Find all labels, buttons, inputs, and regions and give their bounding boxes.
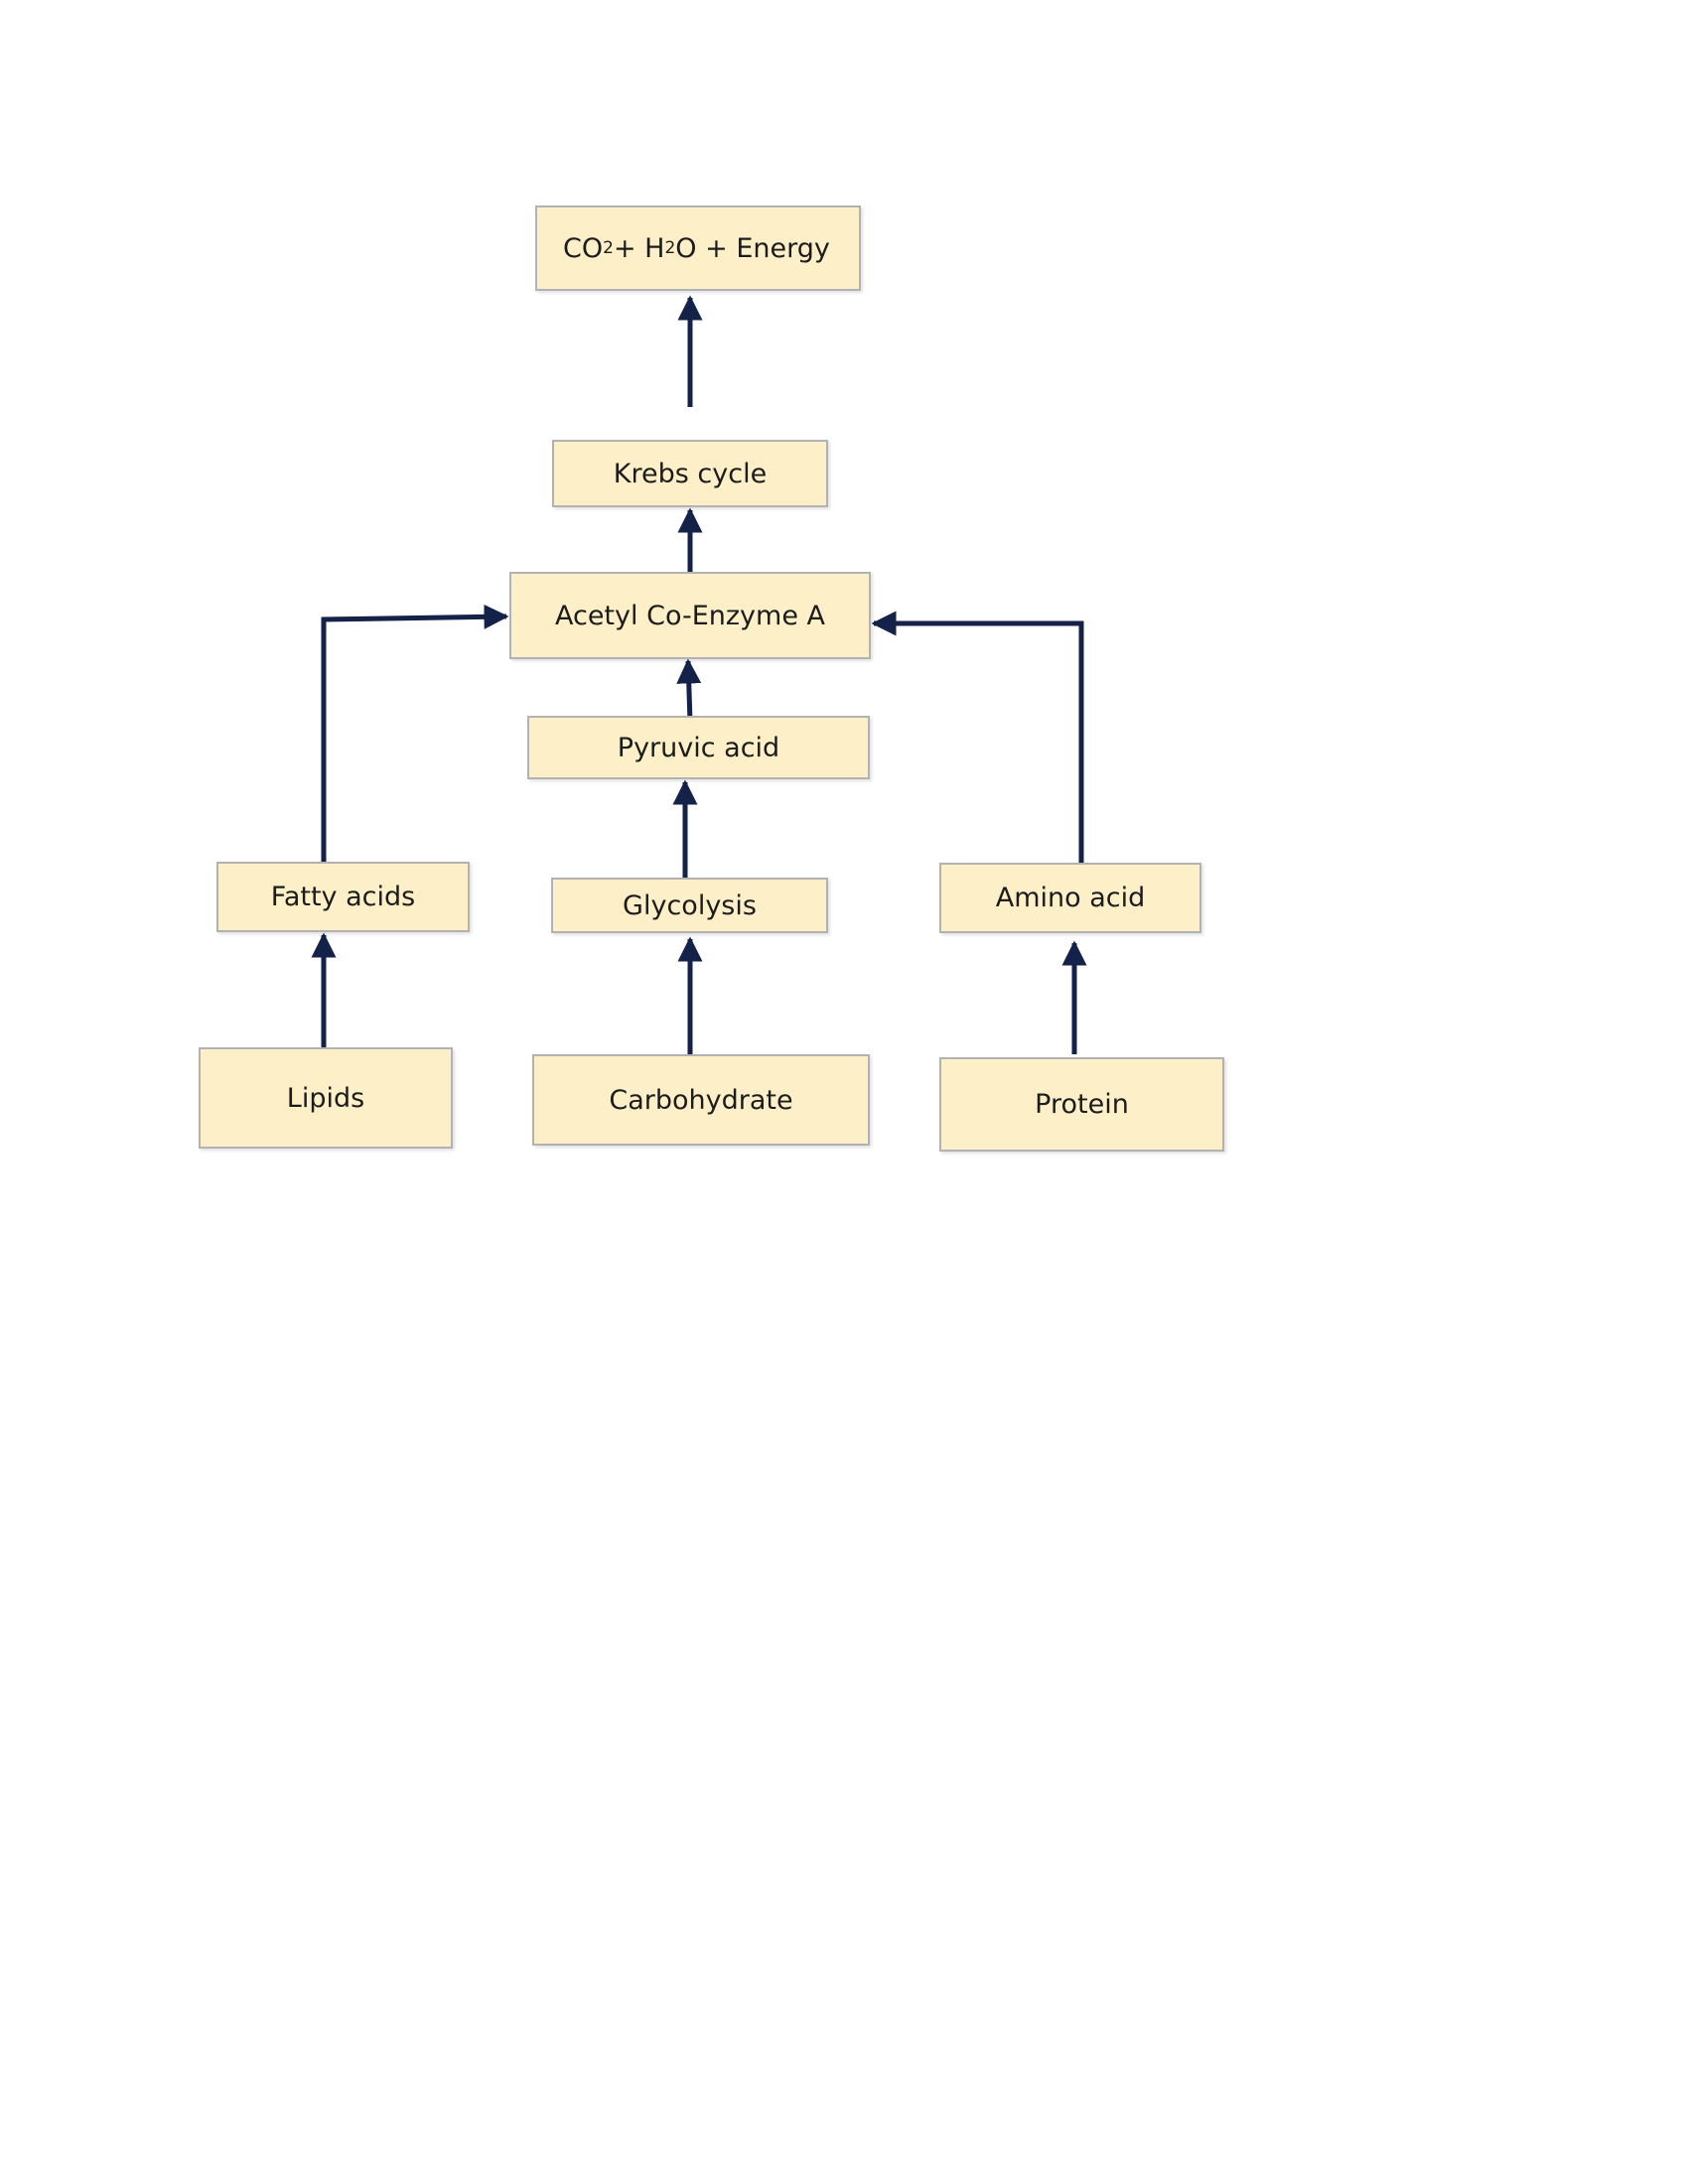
node-acetyl-coenzyme-a: Acetyl Co-Enzyme A <box>509 572 871 659</box>
node-carbohydrate: Carbohydrate <box>532 1054 870 1146</box>
node-glycolysis: Glycolysis <box>551 878 828 933</box>
node-label: Lipids <box>286 1082 365 1114</box>
co2-text: CO <box>563 232 604 264</box>
node-label: Protein <box>1035 1089 1129 1120</box>
node-label: Fatty acids <box>270 882 416 912</box>
energy-text: O + Energy <box>675 232 830 264</box>
node-label: Krebs cycle <box>613 458 768 489</box>
arrow-fatty-to-acetyl <box>321 604 509 862</box>
node-label: Pyruvic acid <box>617 732 780 763</box>
node-krebs-cycle: Krebs cycle <box>552 440 828 507</box>
node-amino-acid: Amino acid <box>939 863 1201 933</box>
h-text: + H <box>613 232 665 264</box>
arrow-pyruvic-to-acetyl <box>676 658 702 723</box>
node-label: Glycolysis <box>623 889 757 921</box>
arrow-amino-to-acetyl <box>871 611 1084 863</box>
node-lipids: Lipids <box>199 1047 453 1149</box>
node-label: Carbohydrate <box>609 1084 793 1116</box>
node-fatty-acids: Fatty acids <box>216 862 470 932</box>
node-pyruvic-acid: Pyruvic acid <box>527 716 870 779</box>
node-label: Acetyl Co-Enzyme A <box>554 600 825 631</box>
node-protein: Protein <box>939 1057 1224 1152</box>
node-label: Amino acid <box>995 883 1146 913</box>
